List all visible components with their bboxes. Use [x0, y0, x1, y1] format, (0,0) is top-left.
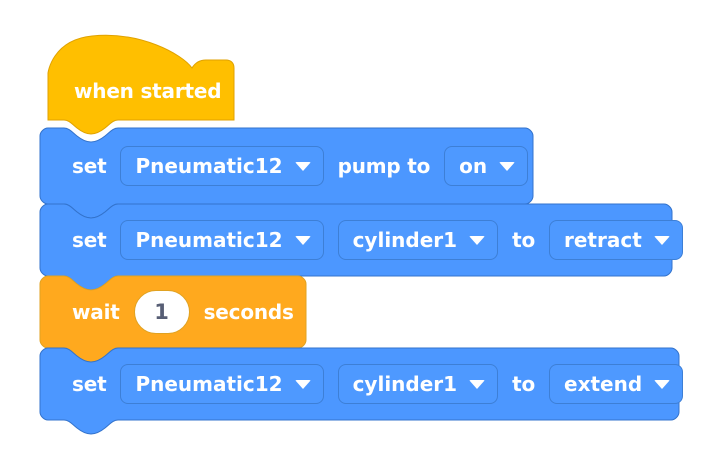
set-extend-port-dropdown[interactable]: cylinder1	[337, 364, 499, 404]
set-extend-device-value: Pneumatic12	[135, 372, 283, 396]
wait-seconds-input[interactable]: 1	[133, 290, 190, 334]
chevron-down-icon	[653, 235, 670, 245]
block-set-cylinder1-extend[interactable]: set Pneumatic12 cylinder1 to extend	[72, 364, 684, 404]
block-when-started[interactable]: when started	[74, 79, 222, 103]
set-pump-prefix-label: set	[72, 154, 107, 178]
chevron-down-icon	[499, 161, 516, 171]
set-retract-port-dropdown[interactable]: cylinder1	[337, 220, 499, 260]
set-retract-device-value: Pneumatic12	[135, 228, 283, 252]
set-retract-port-value: cylinder1	[352, 228, 458, 252]
set-extend-state-dropdown[interactable]: extend	[549, 364, 684, 404]
wait-suffix-label: seconds	[203, 300, 294, 324]
set-pump-device-value: Pneumatic12	[135, 154, 283, 178]
set-retract-device-dropdown[interactable]: Pneumatic12	[120, 220, 324, 260]
set-retract-prefix-label: set	[72, 228, 107, 252]
set-pump-state-dropdown[interactable]: on	[444, 146, 529, 186]
set-extend-prefix-label: set	[72, 372, 107, 396]
set-retract-middle-label: to	[512, 228, 535, 252]
set-retract-state-dropdown[interactable]: retract	[549, 220, 683, 260]
set-pump-middle-label: pump to	[337, 154, 431, 178]
when-started-label: when started	[74, 79, 222, 103]
wait-prefix-label: wait	[72, 300, 120, 324]
set-pump-state-value: on	[459, 154, 488, 178]
chevron-down-icon	[469, 235, 486, 245]
set-extend-state-value: extend	[564, 372, 643, 396]
set-pump-device-dropdown[interactable]: Pneumatic12	[120, 146, 324, 186]
chevron-down-icon	[294, 161, 311, 171]
set-retract-state-value: retract	[564, 228, 642, 252]
set-extend-device-dropdown[interactable]: Pneumatic12	[120, 364, 324, 404]
chevron-down-icon	[294, 235, 311, 245]
wait-seconds-value: 1	[154, 299, 169, 324]
chevron-down-icon	[294, 379, 311, 389]
block-set-pump[interactable]: set Pneumatic12 pump to on	[72, 146, 529, 186]
set-extend-middle-label: to	[512, 372, 535, 396]
block-set-cylinder1-retract[interactable]: set Pneumatic12 cylinder1 to retract	[72, 220, 683, 260]
set-extend-port-value: cylinder1	[352, 372, 458, 396]
chevron-down-icon	[654, 379, 671, 389]
chevron-down-icon	[469, 379, 486, 389]
block-wait-seconds[interactable]: wait 1 seconds	[72, 290, 294, 334]
